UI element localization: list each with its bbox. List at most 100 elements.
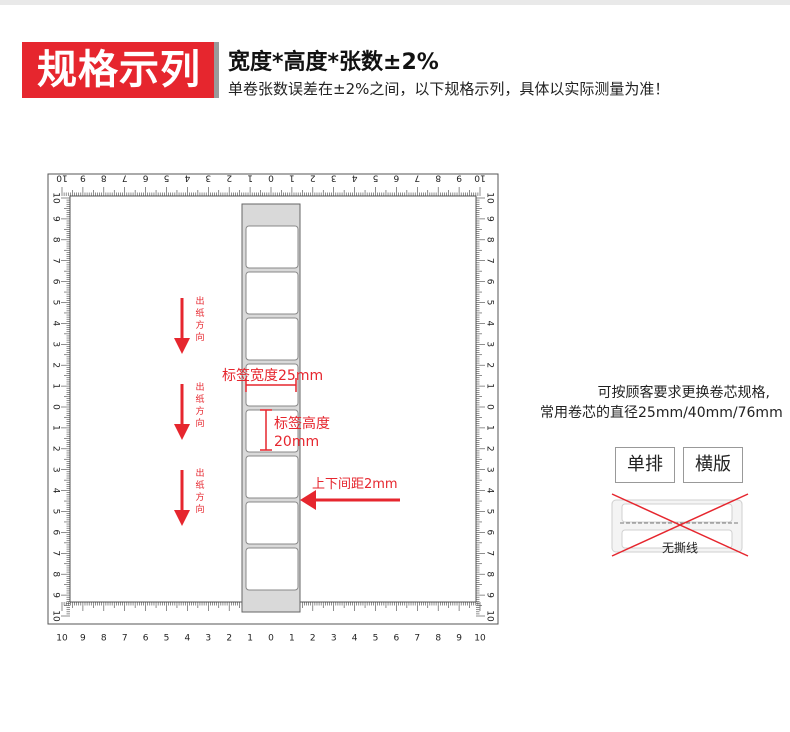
ruler-label-bottom: 4	[352, 634, 358, 644]
ruler-label-bottom: 2	[310, 634, 316, 644]
subline: 单卷张数误差在±2%之间，以下规格示列，具体以实际测量为准！	[228, 80, 670, 98]
ruler-label-bottom: 8	[101, 634, 107, 644]
ruler-label-bottom: 1	[247, 634, 253, 644]
ruler-label-right: 6	[485, 530, 495, 536]
ruler-label-right: 8	[485, 237, 495, 243]
ruler-label-right: 10	[485, 610, 495, 622]
ruler-label-top: 3	[331, 173, 337, 183]
ruler-label-top: 6	[142, 173, 148, 183]
ruler-label-left: 7	[51, 550, 61, 556]
ruler-label-right: 7	[485, 258, 495, 264]
ruler-label-left: 0	[51, 404, 61, 410]
ruler-label-bottom: 9	[80, 634, 86, 644]
ruler-label-bottom: 5	[164, 634, 170, 644]
core-note-line1: 可按顾客要求更换卷芯规格,	[597, 385, 770, 401]
ruler-label-bottom: 7	[122, 634, 128, 644]
ruler-label-left: 6	[51, 279, 61, 285]
feed-direction-text: 向	[195, 417, 204, 429]
feed-direction-text: 方	[195, 405, 204, 417]
ruler-label-right: 8	[485, 571, 495, 577]
single-row-button[interactable]: 单排	[615, 447, 675, 483]
ruler-label-left: 1	[51, 383, 61, 389]
ruler-label-right: 5	[485, 509, 495, 515]
label-item	[245, 225, 299, 269]
ruler-label-left: 10	[51, 610, 61, 622]
ruler-label-bottom: 5	[373, 634, 379, 644]
feed-direction-text: 出	[195, 381, 204, 393]
ruler-label-bottom: 9	[456, 634, 462, 644]
top-divider	[0, 0, 790, 5]
ruler-label-left: 3	[51, 467, 61, 473]
ruler-label-top: 10	[474, 173, 486, 183]
ruler-label-top: 2	[310, 173, 316, 183]
landscape-button[interactable]: 横版	[683, 447, 743, 483]
ruler-label-left: 4	[51, 488, 61, 494]
gap-text: 上下间距2mm	[312, 477, 398, 492]
ruler-label-right: 9	[485, 216, 495, 222]
ruler-label-bottom: 3	[205, 634, 211, 644]
ruler-label-bottom: 6	[394, 634, 400, 644]
ruler-label-bottom: 3	[331, 634, 337, 644]
ruler-label-right: 9	[485, 592, 495, 598]
ruler-label-left: 1	[51, 425, 61, 431]
label-height-text-2: 20mm	[274, 434, 319, 450]
ruler-label-left: 2	[51, 362, 61, 368]
ruler-label-left: 2	[51, 446, 61, 452]
ruler-label-bottom: 6	[143, 634, 149, 644]
ruler-label-right: 7	[485, 550, 495, 556]
ruler-label-top: 2	[226, 173, 232, 183]
ruler-label-right: 10	[485, 192, 495, 204]
ruler-label-bottom: 0	[268, 634, 274, 644]
ruler-label-left: 9	[51, 592, 61, 598]
ruler-label-bottom: 2	[226, 634, 232, 644]
ruler-label-bottom: 10	[56, 634, 68, 644]
ruler-label-bottom: 10	[474, 634, 486, 644]
core-note-line2: 常用卷芯的直径25mm/40mm/76mm	[540, 405, 783, 421]
ruler-label-top: 9	[456, 173, 462, 183]
ruler-label-right: 4	[485, 488, 495, 494]
feed-direction-text: 出	[195, 295, 204, 307]
ruler-label-top: 6	[393, 173, 399, 183]
ruler-label-top: 8	[435, 173, 441, 183]
ruler-label-right: 0	[485, 404, 495, 410]
ruler-label-top: 3	[205, 173, 211, 183]
ruler-label-top: 7	[122, 173, 128, 183]
width-annotation: 标签宽度25mm	[222, 367, 323, 392]
ruler-label-right: 1	[485, 383, 495, 389]
ruler-label-top: 5	[373, 173, 379, 183]
ruler-label-left: 3	[51, 341, 61, 347]
ruler-label-left: 4	[51, 321, 61, 327]
ruler-label-right: 2	[485, 362, 495, 368]
no-tear-illustration: 无撕线	[611, 493, 749, 557]
section-badge: 规格示列	[22, 42, 216, 98]
ruler-label-bottom: 1	[289, 634, 295, 644]
ruler-label-right: 5	[485, 300, 495, 306]
badge-shadow	[214, 42, 219, 98]
gap-annotation: 上下间距2mm	[300, 477, 400, 510]
feed-direction-text: 纸	[195, 307, 204, 319]
ruler-label-top: 0	[268, 173, 274, 183]
ruler-label-left: 6	[51, 530, 61, 536]
label-width-text: 标签宽度25mm	[222, 367, 323, 384]
height-annotation: 标签高度 20mm	[260, 409, 330, 451]
ruler-label-left: 8	[51, 237, 61, 243]
ruler-label-top: 7	[414, 173, 420, 183]
label-height-text-1: 标签高度	[274, 415, 330, 432]
ruler-label-right: 6	[485, 279, 495, 285]
ruler-label-left: 5	[51, 300, 61, 306]
headline: 宽度*高度*张数±2%	[228, 50, 439, 75]
label-stack	[245, 225, 299, 591]
ruler-label-right: 4	[485, 321, 495, 327]
label-item	[245, 455, 299, 499]
ruler-label-left: 9	[51, 216, 61, 222]
ruler-label-bottom: 8	[435, 634, 441, 644]
feed-direction-text: 纸	[195, 479, 204, 491]
ruler-label-right: 1	[485, 425, 495, 431]
ruler-label-right: 3	[485, 341, 495, 347]
ruler-label-top: 8	[101, 173, 107, 183]
ruler-label-top: 10	[56, 173, 68, 183]
